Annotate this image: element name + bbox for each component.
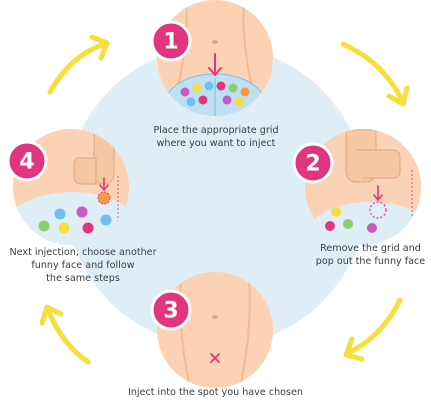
cycle-arrow-icon-top-right: [343, 44, 407, 104]
step-3-number: 3: [163, 299, 178, 324]
cycle-arrow-icon-bottom-left: [42, 307, 88, 362]
step-1-caption: Place the appropriate grid where you wan…: [130, 124, 302, 150]
cycle-arrow-icon-top-left: [50, 37, 107, 92]
step-1-number: 1: [163, 30, 178, 55]
chosen-face: [98, 192, 110, 204]
cycle-arrow-icon-bottom-right: [346, 300, 400, 359]
step-2-number: 2: [305, 152, 320, 177]
step-3-caption: Inject into the spot you have chosen: [105, 386, 326, 399]
step-4-caption: Next injection, choose another funny fac…: [4, 246, 162, 285]
step-4-number: 4: [19, 150, 34, 175]
step-4-badge: 4: [8, 142, 46, 180]
step-2-caption: Remove the grid and pop out the funny fa…: [310, 242, 431, 268]
step-1-badge: 1: [152, 22, 190, 60]
step-3-badge: 3: [152, 291, 190, 329]
